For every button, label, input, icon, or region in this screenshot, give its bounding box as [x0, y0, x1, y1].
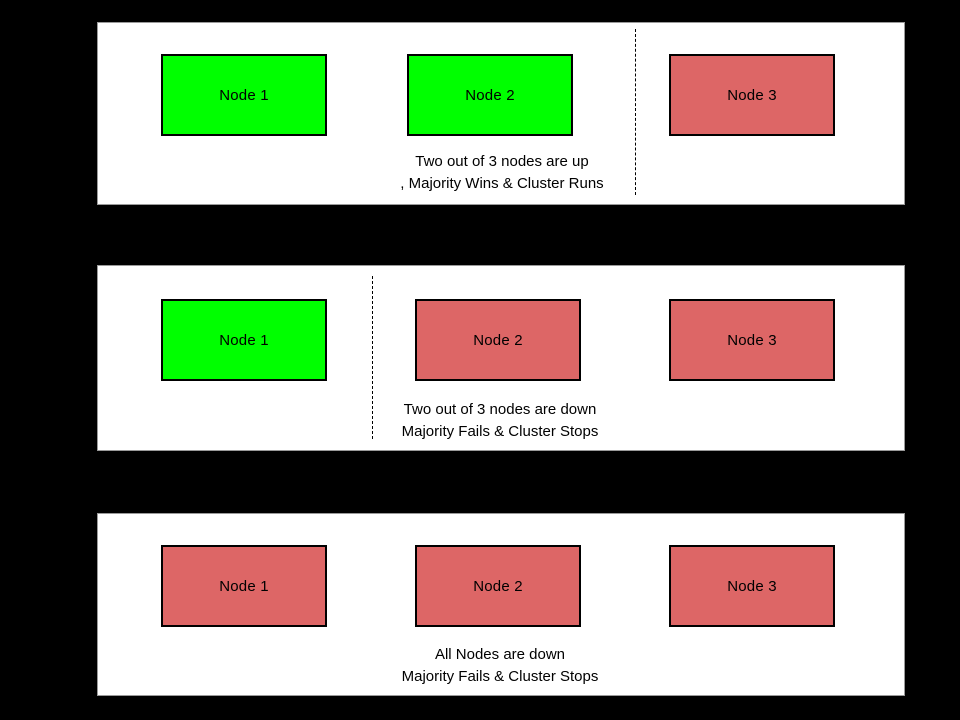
node-label: Node 2 — [473, 577, 523, 595]
node-label: Node 2 — [473, 331, 523, 349]
scenario-caption: All Nodes are down Majority Fails & Clus… — [280, 644, 720, 688]
caption-line-1: All Nodes are down — [434, 646, 566, 663]
node-box-2[interactable]: Node 2 — [415, 299, 581, 381]
node-label: Node 1 — [219, 577, 269, 595]
caption-line-2: , Majority Wins & Cluster Runs — [400, 175, 604, 192]
node-box-3[interactable]: Node 3 — [669, 545, 835, 627]
caption-line-1: Two out of 3 nodes are down — [403, 401, 597, 418]
node-box-2[interactable]: Node 2 — [407, 54, 573, 136]
scenario-panel-majority-fails-two-down: Node 1 Node 2 Node 3 Two out of 3 nodes … — [97, 265, 905, 451]
node-label: Node 3 — [727, 331, 777, 349]
node-box-3[interactable]: Node 3 — [669, 299, 835, 381]
node-box-1[interactable]: Node 1 — [161, 299, 327, 381]
scenario-panel-majority-wins: Node 1 Node 2 Node 3 Two out of 3 nodes … — [97, 22, 905, 205]
majority-divider-line — [372, 276, 373, 439]
node-label: Node 1 — [219, 86, 269, 104]
node-label: Node 3 — [727, 86, 777, 104]
scenario-caption: Two out of 3 nodes are down Majority Fai… — [280, 399, 720, 443]
caption-line-2: Majority Fails & Cluster Stops — [401, 423, 599, 440]
scenario-panel-all-nodes-down: Node 1 Node 2 Node 3 All Nodes are down … — [97, 513, 905, 696]
node-box-2[interactable]: Node 2 — [415, 545, 581, 627]
node-box-1[interactable]: Node 1 — [161, 545, 327, 627]
majority-divider-line — [635, 29, 636, 195]
caption-line-1: Two out of 3 nodes are up — [415, 153, 589, 170]
node-label: Node 1 — [219, 331, 269, 349]
scenario-caption: Two out of 3 nodes are up , Majority Win… — [302, 151, 702, 195]
node-label: Node 2 — [465, 86, 515, 104]
node-label: Node 3 — [727, 577, 777, 595]
node-box-3[interactable]: Node 3 — [669, 54, 835, 136]
node-box-1[interactable]: Node 1 — [161, 54, 327, 136]
caption-line-2: Majority Fails & Cluster Stops — [401, 668, 599, 685]
